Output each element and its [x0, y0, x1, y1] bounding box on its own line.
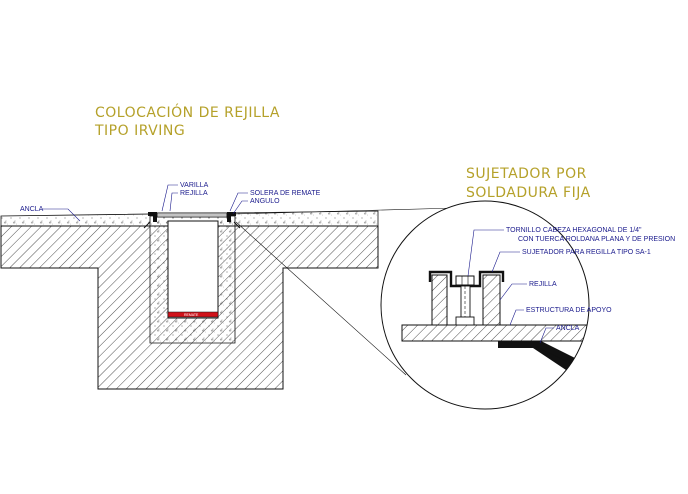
- solera-label: SOLERA DE REMATE: [250, 190, 321, 197]
- angle-left: [148, 212, 157, 222]
- detail-leader-top: [232, 207, 457, 215]
- remate-bar: [167, 311, 219, 318]
- ancla-left-label: ANCLA: [20, 206, 44, 213]
- detail-title-line1: SUJETADOR POR: [466, 166, 587, 182]
- estructura-label: ESTRUCTURA DE APOYO: [526, 307, 612, 314]
- varilla-label: VARILLA: [180, 182, 209, 189]
- main-title-line2: TIPO IRVING: [94, 123, 185, 139]
- anchor-plate: [498, 341, 575, 370]
- rejilla-top-label: REJILLA: [180, 190, 208, 197]
- ancla-detail-label: ANCLA: [556, 325, 580, 332]
- detail-title-line2: SOLDADURA FIJA: [466, 185, 591, 201]
- trench-cavity: [167, 220, 219, 319]
- sujetador-label: SUJETADOR PARA REGILLA TIPO SA-1: [522, 249, 651, 256]
- bolt-nut: [455, 316, 475, 326]
- grating-bar-left: [431, 274, 448, 326]
- tornillo-label-line1: TORNILLO CABEZA HEXAGONAL DE 1/4": [506, 227, 642, 234]
- detail-leader-bottom: [235, 221, 407, 376]
- grating-bar-right: [482, 274, 501, 326]
- tornillo-label-line2: CON TUERCA ROLDANA PLANA Y DE PRESION: [518, 236, 675, 243]
- angulo-label: ANGULO: [250, 198, 280, 205]
- angle-right: [227, 212, 236, 222]
- main-title-line1: COLOCACIÓN DE REJILLA: [95, 103, 280, 121]
- bolt-head: [455, 275, 475, 286]
- remate-label: REMATE: [184, 313, 199, 317]
- rejilla-detail-label: REJILLA: [529, 281, 557, 288]
